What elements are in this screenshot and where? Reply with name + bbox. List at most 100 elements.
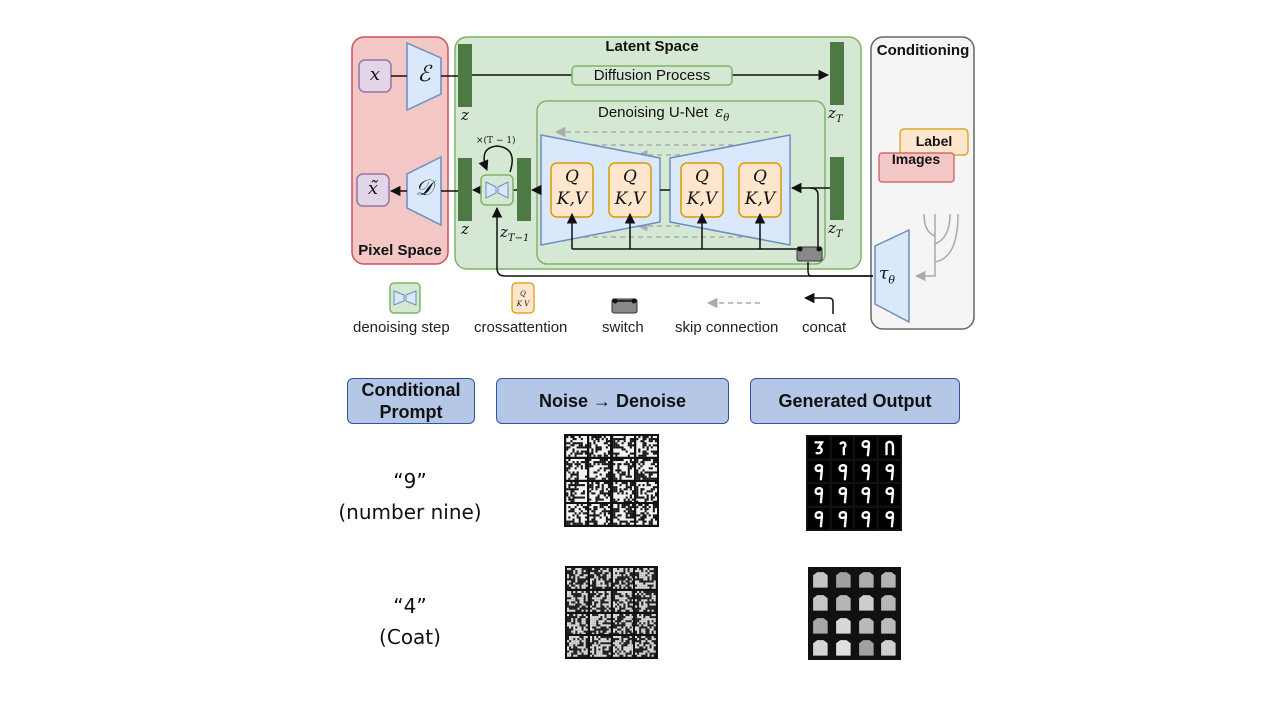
generated-coat-tile (878, 569, 899, 590)
generated-coat-tile (832, 614, 854, 636)
noise-tile (567, 636, 588, 657)
generated-coat-tile (832, 569, 854, 590)
denoising-step-icon (480, 174, 514, 206)
generated-digit-tile (855, 460, 877, 482)
images-cond-box (878, 152, 955, 183)
legend-switch-icon (611, 298, 638, 314)
generated-coat-tile (832, 591, 854, 613)
legend-concat: concat (802, 319, 847, 336)
decoder-trapezoid (406, 155, 442, 227)
noise-tile (589, 436, 611, 457)
generated-coat-tile (878, 614, 899, 636)
z-t-bar-bottom (830, 157, 844, 220)
x-label: x (369, 64, 381, 85)
latent-space-title: Latent Space (605, 38, 699, 55)
legend-skip-connection: skip connection (675, 319, 779, 336)
noise-tile (566, 481, 587, 503)
noise-tile (636, 504, 657, 525)
epsilon-theta: ε (715, 103, 724, 121)
legend-concat-icon (803, 292, 834, 314)
noise-tile (567, 590, 588, 612)
generated-digit-tile (855, 484, 877, 506)
generated-digit-tile (808, 460, 830, 482)
z-label-bottom: z (461, 220, 469, 238)
z-t-minus-1-bar (517, 158, 531, 221)
denoising-unet-label: Denoising U-Net (598, 104, 709, 121)
generated-coat-tile (832, 637, 854, 658)
generated-coat-tile (810, 591, 831, 613)
generated-digit-tile (878, 437, 900, 459)
epsilon-theta-sub: θ (723, 113, 730, 124)
generated-coats-grid (808, 567, 901, 660)
generated-digit-tile (808, 437, 830, 459)
tau-theta-trapezoid (874, 228, 910, 324)
noise-tile (636, 436, 657, 457)
noise-tile (612, 636, 634, 657)
prompt-row-1-desc: (number nine) (338, 500, 482, 524)
generated-coat-tile (810, 614, 831, 636)
noise-tile (612, 590, 634, 612)
generated-digit-tile (831, 507, 853, 529)
z-t-label-bottom: zT (828, 219, 843, 240)
noise-tile (612, 436, 634, 457)
noise-tile (612, 481, 634, 503)
generated-coat-tile (855, 569, 877, 590)
noise-tile (566, 436, 587, 457)
x-tilde-output-box (356, 173, 390, 207)
prompt-row-2: “4” (Coat) (330, 591, 490, 653)
noise-tile (589, 481, 611, 503)
prompt-row-1: “9” (number nine) (330, 466, 490, 528)
header-noise-denoise: Noise → Denoise (496, 378, 729, 424)
z-bar-top (458, 44, 472, 107)
generated-digit-tile (855, 507, 877, 529)
generated-digit-tile (878, 484, 900, 506)
denoising-unet-title: Denoising U-Net εθ (598, 103, 729, 124)
switch-element (796, 246, 823, 262)
decoder-label: 𝒟 (415, 176, 433, 201)
noise-tile (589, 590, 611, 612)
noise-tile (636, 458, 657, 480)
legend-switch: switch (602, 319, 644, 336)
noise-tile (566, 458, 587, 480)
prompt-row-2-value: “4” (393, 594, 427, 618)
noise-tile (567, 568, 588, 589)
generated-digit-tile (855, 437, 877, 459)
noise-grid-row-1 (564, 434, 659, 527)
generated-digit-tile (878, 507, 900, 529)
noise-tile (589, 458, 611, 480)
noise-tile (589, 613, 611, 635)
pixel-space-title: Pixel Space (358, 242, 442, 259)
noise-grid-row-2 (565, 566, 658, 659)
generated-digit-tile (808, 507, 830, 529)
generated-digit-tile (831, 484, 853, 506)
z-bar-bottom (458, 158, 472, 221)
noise-tile (612, 458, 634, 480)
legend-crossattention: crossattention (474, 319, 568, 336)
generated-digit-tile (808, 484, 830, 506)
generated-coat-tile (855, 591, 877, 613)
generated-digit-tile (831, 437, 853, 459)
x-tilde-label: x̃ (367, 178, 379, 199)
noise-tile (612, 613, 634, 635)
conditioning-title: Conditioning (876, 42, 970, 59)
noise-tile (635, 613, 656, 635)
generated-coat-tile (855, 637, 877, 658)
latent-diffusion-diagram: Q K V (351, 36, 975, 330)
noise-tile (589, 568, 611, 589)
diffusion-process-box (571, 65, 733, 86)
noise-tile (589, 636, 611, 657)
noise-tile (635, 636, 656, 657)
generated-coat-tile (878, 637, 899, 658)
images-cond-text: Images (891, 151, 941, 167)
tau-theta-label: τθ (879, 264, 896, 287)
noise-tile (566, 504, 587, 525)
generated-coat-tile (810, 569, 831, 590)
noise-tile (635, 590, 656, 612)
z-t-label-top: zT (828, 104, 843, 125)
noise-tile (612, 568, 634, 589)
generated-digits-grid (806, 435, 902, 531)
encoder-label: ℰ (417, 62, 431, 87)
